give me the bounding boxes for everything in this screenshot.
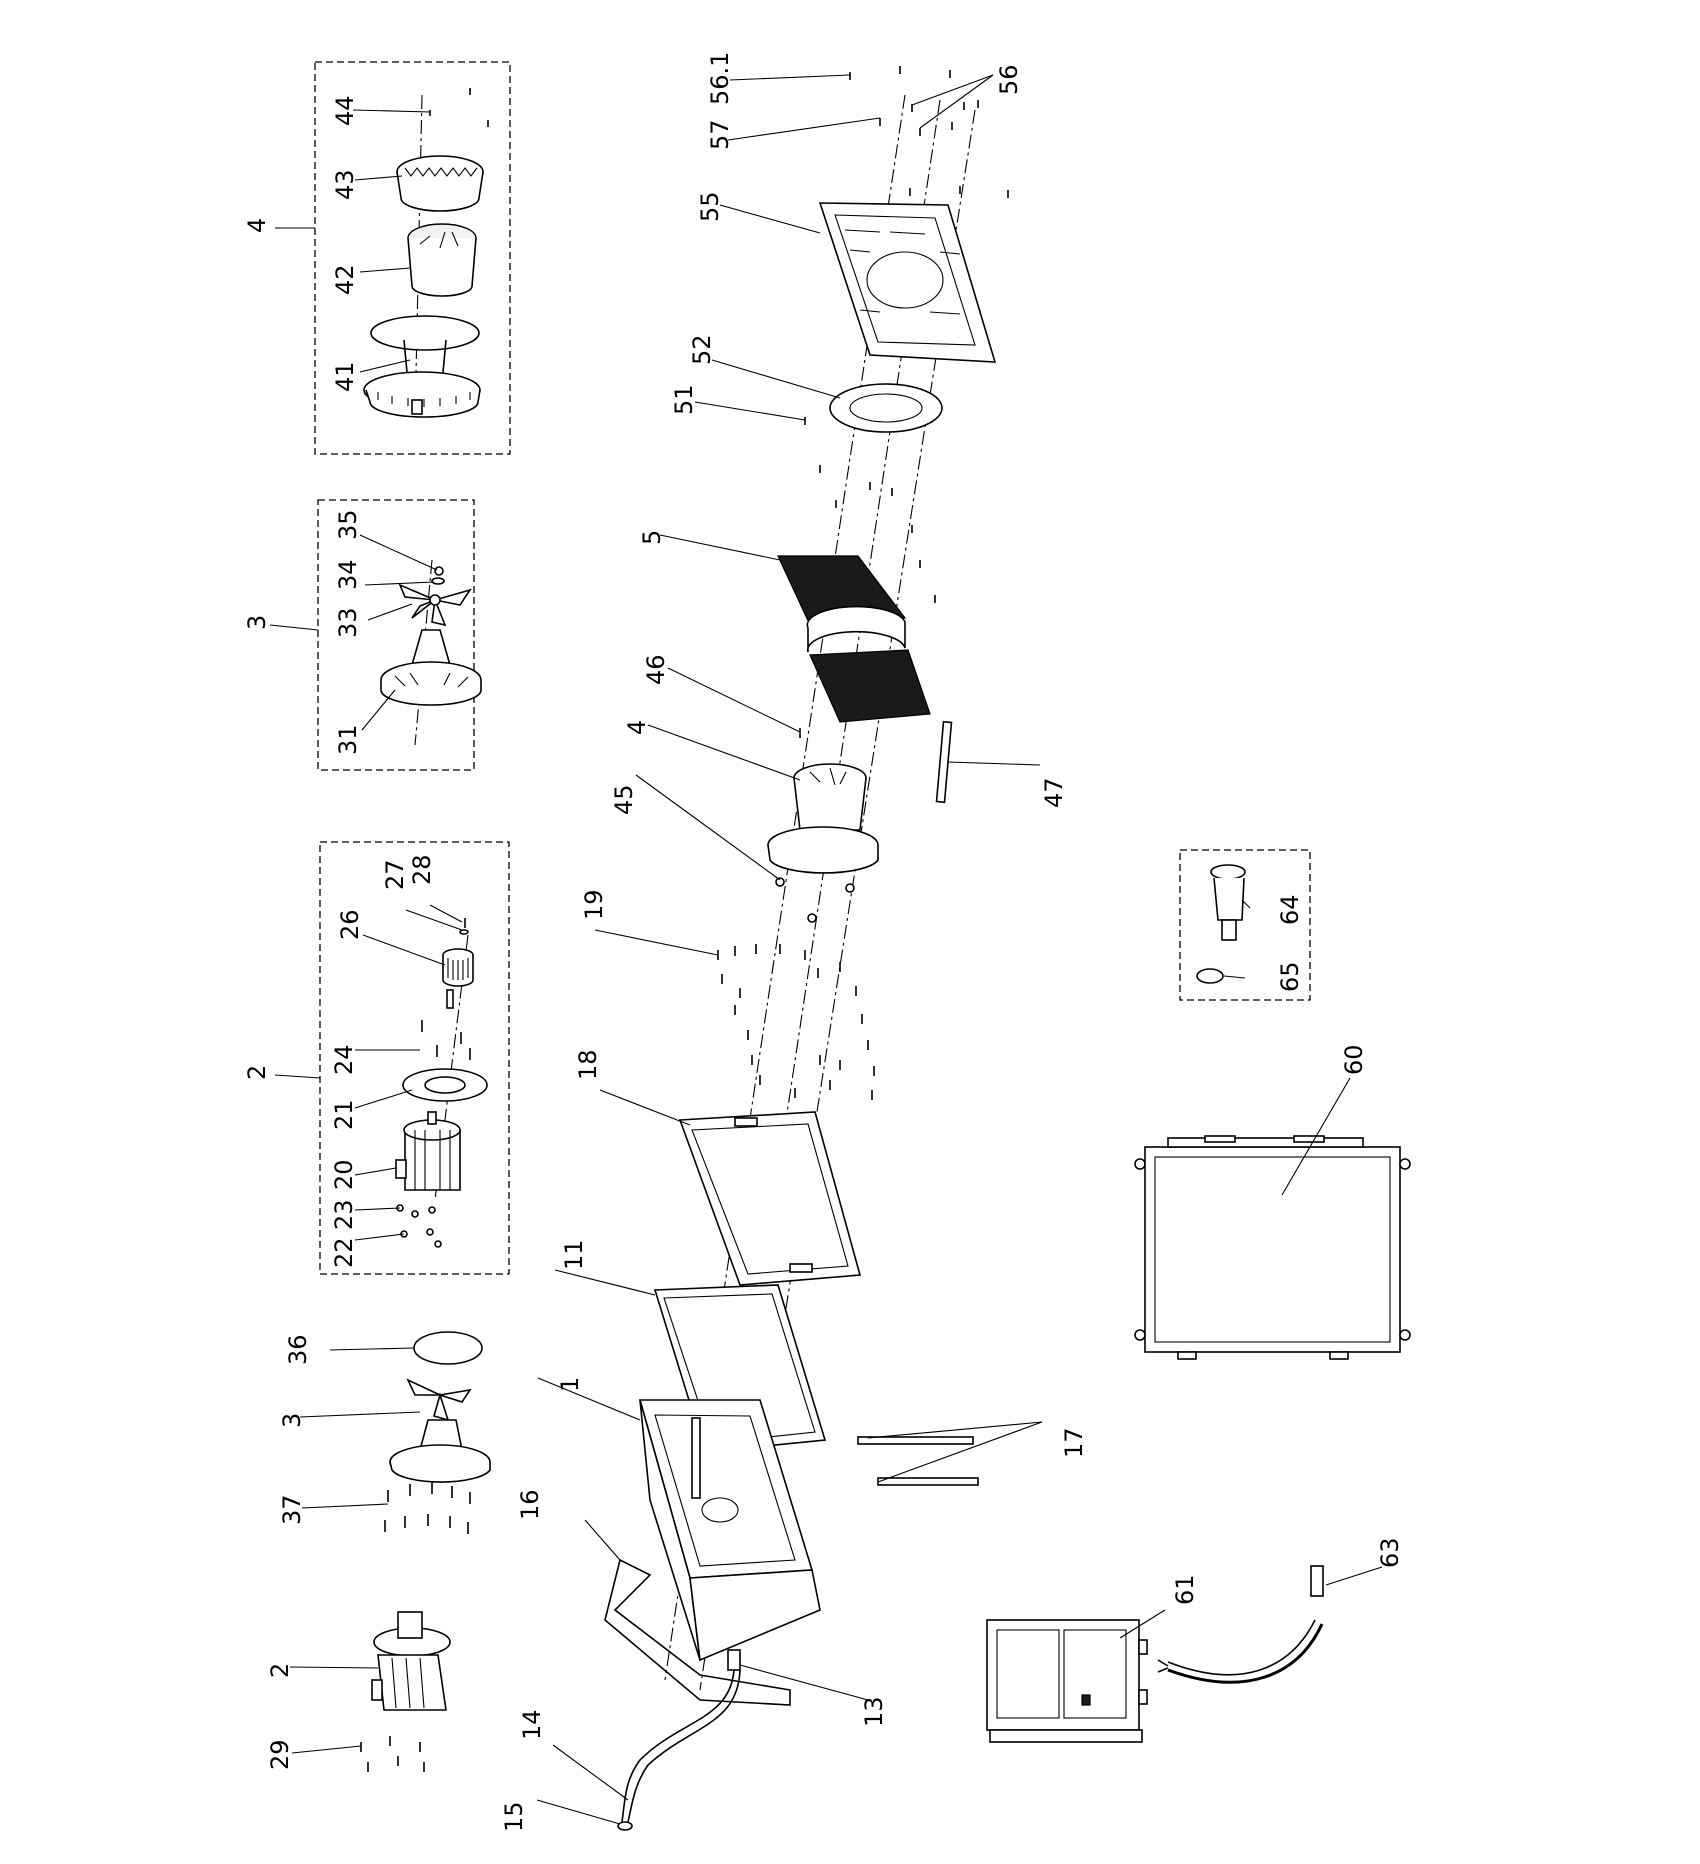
- part-5-filter-mat: [777, 555, 931, 723]
- leader-lines: [269, 74, 1383, 1825]
- callout-41: 41: [331, 361, 359, 392]
- part-31-cone: [380, 629, 482, 706]
- callout-18: 18: [574, 1049, 602, 1080]
- part-33-fan: [398, 583, 472, 627]
- part-17-strips: [857, 1436, 979, 1486]
- callout-23: 23: [330, 1199, 358, 1230]
- callout-4-box: 4: [243, 218, 271, 233]
- callout-63: 63: [1376, 1537, 1404, 1568]
- part-2-motor: [371, 1611, 451, 1711]
- callout-2-box: 2: [243, 1065, 271, 1080]
- part-26-coupling: [442, 948, 474, 1009]
- callout-11: 11: [560, 1239, 588, 1270]
- part-35-34-nut-washer: [431, 566, 445, 585]
- axis-screws: [819, 465, 936, 603]
- part-36-o-ring: [413, 1331, 483, 1365]
- callout-17: 17: [1060, 1427, 1088, 1458]
- callout-34: 34: [334, 559, 362, 590]
- callout-37: 37: [278, 1494, 306, 1525]
- part-61-control-box: [986, 1619, 1148, 1743]
- part-45-nuts: [775, 877, 855, 923]
- callout-19: 19: [580, 889, 608, 920]
- callout-15: 15: [500, 1801, 528, 1832]
- part-56-57-screws: [849, 66, 1009, 198]
- callout-45: 45: [610, 784, 638, 815]
- part-20-motor: [395, 1111, 461, 1191]
- part-24-screws: [421, 1020, 471, 1060]
- callout-43: 43: [331, 169, 359, 200]
- subassembly-box-4: [314, 61, 511, 455]
- part-13-14-15-hose: [617, 1649, 741, 1831]
- callout-47: 47: [1040, 777, 1068, 808]
- part-47-rod: [935, 720, 953, 804]
- callout-46: 46: [642, 654, 670, 685]
- callout-52: 52: [688, 334, 716, 365]
- callout-24: 24: [330, 1044, 358, 1075]
- callout-60: 60: [1340, 1044, 1368, 1075]
- callout-33: 33: [334, 607, 362, 638]
- subassembly-box-64: [1179, 849, 1311, 1001]
- callout-55: 55: [696, 191, 724, 222]
- callout-13: 13: [860, 1696, 888, 1727]
- callout-3-box: 3: [243, 615, 271, 630]
- callout-57: 57: [706, 119, 734, 150]
- part-4-fan-housing: [767, 763, 879, 874]
- part-28-27-screw: [459, 918, 469, 935]
- callout-31: 31: [334, 724, 362, 755]
- part-19-screws: [717, 944, 875, 1100]
- callout-28: 28: [408, 854, 436, 885]
- part-22-23-screws: [396, 1204, 442, 1248]
- part-44-screws: [429, 88, 489, 127]
- part-60-enclosure-lid: [1134, 1135, 1411, 1360]
- callout-labels: 4 44 43 42 41 3 35 34 33 31 28 27 26 24 …: [243, 52, 1404, 1832]
- part-42-impeller: [407, 223, 477, 297]
- callout-21: 21: [330, 1099, 358, 1130]
- callout-26: 26: [336, 909, 364, 940]
- part-41-housing: [363, 315, 481, 418]
- subassembly-box-2: [319, 841, 510, 1275]
- callout-16: 16: [516, 1489, 544, 1520]
- callout-42: 42: [331, 264, 359, 295]
- part-63-cable: [1157, 1565, 1324, 1684]
- callout-3: 3: [278, 1413, 306, 1428]
- callout-56: 56: [995, 64, 1023, 95]
- part-18-gasket-frame: [678, 1111, 862, 1286]
- callout-35: 35: [334, 509, 362, 540]
- callout-1: 1: [556, 1377, 584, 1392]
- part-64-connector: [1210, 864, 1246, 941]
- subassembly-box-3: [317, 499, 475, 771]
- callout-36: 36: [284, 1334, 312, 1365]
- callout-56-1: 56.1: [706, 52, 734, 105]
- callout-20: 20: [330, 1159, 358, 1190]
- part-37-screws: [384, 1482, 471, 1534]
- callout-29: 29: [266, 1739, 294, 1770]
- part-52-ring: [829, 383, 943, 433]
- callout-44: 44: [331, 95, 359, 126]
- callout-22: 22: [330, 1237, 358, 1268]
- callout-51: 51: [670, 384, 698, 415]
- callout-61: 61: [1171, 1574, 1199, 1605]
- callout-65: 65: [1276, 961, 1304, 992]
- callout-64: 64: [1276, 894, 1304, 925]
- part-29-screws: [360, 1736, 425, 1772]
- part-65-o-ring: [1196, 968, 1224, 984]
- part-3-cone-fan: [389, 1378, 491, 1483]
- part-16-hose-frame: [604, 1558, 791, 1706]
- callout-27: 27: [381, 859, 409, 890]
- callout-14: 14: [518, 1709, 546, 1740]
- part-55-plate: [818, 202, 997, 363]
- part-1-tray: [638, 1399, 821, 1662]
- part-21-flange: [402, 1068, 488, 1102]
- callout-2: 2: [266, 1663, 294, 1678]
- callout-5: 5: [638, 530, 666, 545]
- part-43-ring: [396, 155, 484, 212]
- callout-4: 4: [623, 720, 651, 735]
